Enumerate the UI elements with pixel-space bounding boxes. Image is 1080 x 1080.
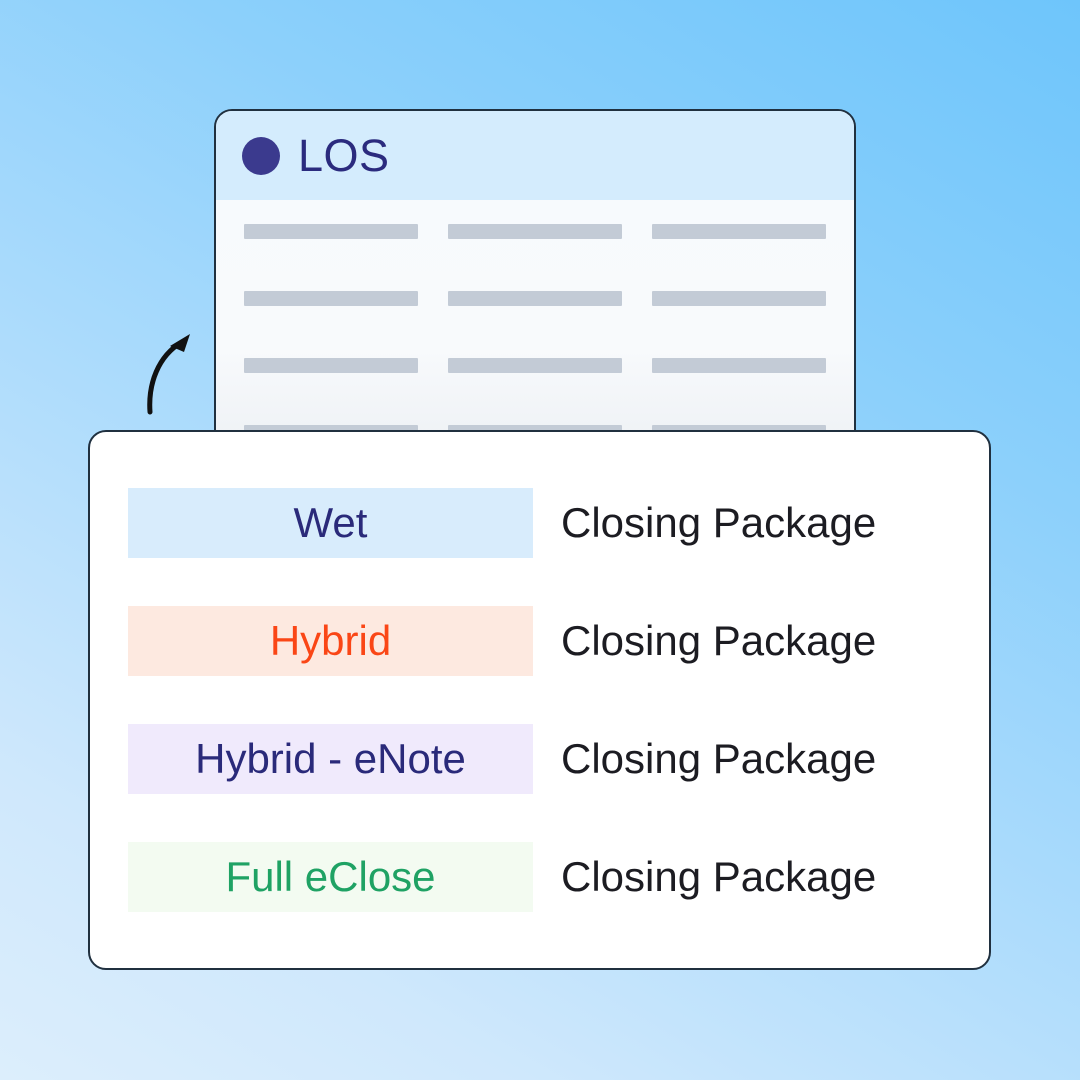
skeleton-bar (448, 291, 622, 306)
package-name: Closing Package (561, 853, 877, 900)
skeleton-bar (448, 358, 622, 373)
skeleton-bar (652, 291, 826, 306)
skeleton-bar (652, 358, 826, 373)
skeleton-row (244, 291, 826, 306)
skeleton-bar (652, 224, 826, 239)
closing-type-chip-hybrid[interactable]: Hybrid (128, 606, 533, 676)
skeleton-bar (244, 358, 418, 373)
package-name: Closing Package (561, 735, 877, 782)
skeleton-row (244, 358, 826, 373)
closing-type-chip-hybrid-enote[interactable]: Hybrid - eNote (128, 724, 533, 794)
package-name: Closing Package (561, 499, 877, 546)
package-name: Closing Package (561, 617, 877, 664)
skeleton-bar (244, 224, 418, 239)
closing-type-label: Hybrid (269, 617, 392, 664)
los-window-header: LOS (216, 111, 854, 200)
closing-type-chip-full-eclose[interactable]: Full eClose (128, 842, 533, 912)
skeleton-bar (448, 224, 622, 239)
closing-type-label: Wet (293, 499, 368, 546)
curved-arrow-up-right-icon (147, 334, 190, 415)
skeleton-bar (244, 291, 418, 306)
closing-package-card: Wet Closing Package Hybrid Closing Packa… (88, 430, 991, 970)
skeleton-row (244, 224, 826, 239)
los-window: LOS (214, 109, 856, 449)
package-row[interactable]: Hybrid - eNote Closing Package (128, 700, 989, 818)
package-row[interactable]: Full eClose Closing Package (128, 818, 989, 936)
los-window-body (216, 200, 854, 447)
closing-type-label: Hybrid - eNote (195, 735, 466, 782)
package-row[interactable]: Hybrid Closing Package (128, 582, 989, 700)
closing-type-label: Full eClose (225, 853, 436, 900)
closing-type-chip-wet[interactable]: Wet (128, 488, 533, 558)
circle-dot-icon (242, 136, 280, 175)
los-window-title: LOS (298, 130, 390, 181)
package-row[interactable]: Wet Closing Package (128, 464, 989, 582)
